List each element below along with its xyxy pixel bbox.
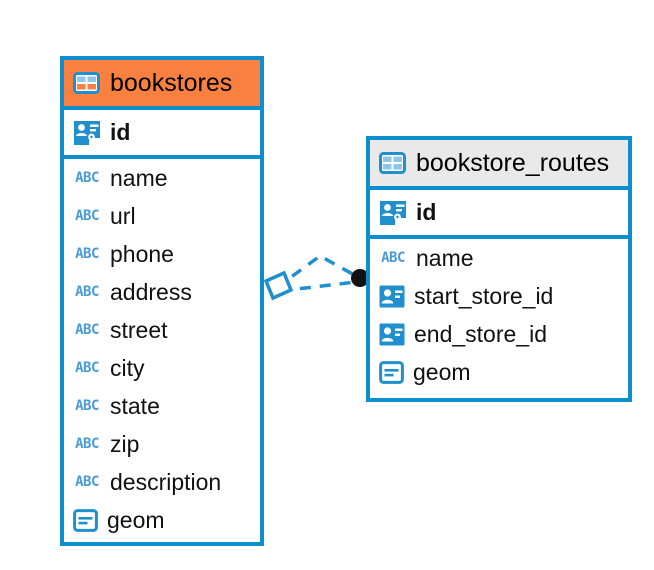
table-icon <box>379 152 406 174</box>
primary-key-icon <box>379 200 407 226</box>
field-row[interactable]: ABC street <box>64 311 260 349</box>
field-row[interactable]: ABC url <box>64 197 260 235</box>
geometry-icon <box>73 508 98 532</box>
abc-icon-text: ABC <box>381 250 405 266</box>
primary-key-section-bookstore-routes: id <box>370 190 628 239</box>
foreign-key-icon <box>379 323 405 346</box>
field-row[interactable]: start_store_id <box>370 277 628 315</box>
abc-icon-text: ABC <box>75 474 99 490</box>
field-label: start_store_id <box>414 282 554 309</box>
abc-icon-text: ABC <box>75 170 99 186</box>
abc-icon-text: ABC <box>75 246 99 262</box>
diamond-marker <box>263 270 294 301</box>
field-label: id <box>110 119 131 145</box>
abc-icon: ABC <box>73 208 101 225</box>
field-row[interactable]: ABC city <box>64 349 260 387</box>
abc-icon: ABC <box>73 322 101 339</box>
geometry-icon <box>379 360 404 384</box>
field-row[interactable]: ABC state <box>64 387 260 425</box>
field-row[interactable]: ABC address <box>64 273 260 311</box>
abc-icon: ABC <box>73 436 101 453</box>
field-label: address <box>110 278 192 305</box>
field-list-bookstore-routes: ABC name start_store_id <box>370 239 628 391</box>
field-row[interactable]: ABC description <box>64 463 260 501</box>
field-row[interactable]: end_store_id <box>370 315 628 353</box>
field-label: name <box>110 164 168 191</box>
field-label: id <box>416 199 437 225</box>
abc-icon-text: ABC <box>75 322 99 338</box>
abc-icon: ABC <box>73 474 101 491</box>
field-list-bookstores: ABC name ABC url ABC phone ABC <box>64 159 260 539</box>
field-label: geom <box>413 358 471 385</box>
abc-icon-text: ABC <box>75 360 99 376</box>
relationship-line-upper <box>274 253 359 290</box>
abc-icon: ABC <box>73 246 101 263</box>
abc-icon-text: ABC <box>75 436 99 452</box>
field-label: city <box>110 354 145 381</box>
entity-header-bookstores: bookstores <box>64 60 260 110</box>
field-row[interactable]: id <box>370 190 628 235</box>
entity-title-bookstores: bookstores <box>110 68 233 97</box>
field-label: name <box>416 244 474 271</box>
field-label: end_store_id <box>414 320 547 347</box>
field-row[interactable]: ABC name <box>64 159 260 197</box>
field-label: geom <box>107 506 165 533</box>
field-row[interactable]: ABC zip <box>64 425 260 463</box>
field-label: street <box>110 316 168 343</box>
relationship-line-lower <box>279 280 357 293</box>
abc-icon-text: ABC <box>75 398 99 414</box>
field-label: phone <box>110 240 174 267</box>
entity-title-bookstore-routes: bookstore_routes <box>416 148 610 177</box>
field-label: state <box>110 392 160 419</box>
field-label: url <box>110 202 136 229</box>
abc-icon: ABC <box>73 284 101 301</box>
table-icon <box>73 72 100 94</box>
field-row[interactable]: ABC name <box>370 239 628 277</box>
abc-icon: ABC <box>73 360 101 377</box>
entity-header-bookstore-routes: bookstore_routes <box>370 140 628 190</box>
abc-icon-text: ABC <box>75 284 99 300</box>
abc-icon-text: ABC <box>75 208 99 224</box>
abc-icon: ABC <box>379 250 407 267</box>
entity-bookstores[interactable]: bookstores id <box>60 56 264 546</box>
field-row[interactable]: id <box>64 110 260 155</box>
primary-key-section-bookstores: id <box>64 110 260 159</box>
field-label: zip <box>110 430 140 457</box>
primary-key-icon <box>73 120 101 146</box>
foreign-key-icon <box>379 285 405 308</box>
field-label: description <box>110 468 222 495</box>
entity-bookstore-routes[interactable]: bookstore_routes <box>366 136 632 402</box>
abc-icon: ABC <box>73 398 101 415</box>
field-row[interactable]: geom <box>370 353 628 391</box>
abc-icon: ABC <box>73 170 101 187</box>
field-row[interactable]: geom <box>64 501 260 539</box>
field-row[interactable]: ABC phone <box>64 235 260 273</box>
